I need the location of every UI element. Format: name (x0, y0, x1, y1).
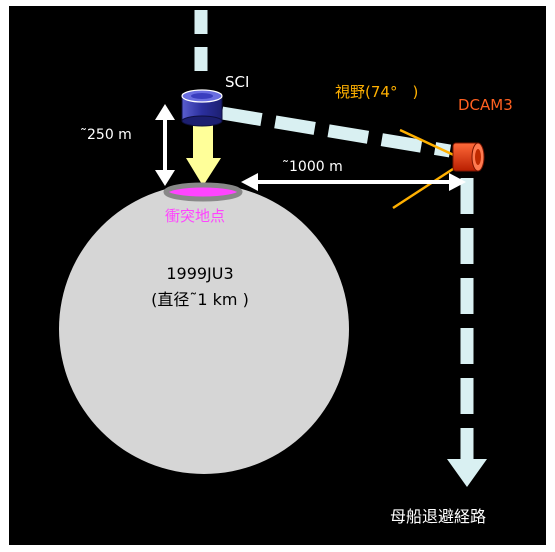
fov-line-lower (392, 165, 457, 210)
fov-label: 視野(74° ) (335, 83, 418, 101)
dcam3-camera (452, 142, 485, 172)
impact-site-label: 衝突地点 (165, 207, 225, 225)
distance-label: ˜1000 m (282, 159, 343, 175)
altitude-arrow (155, 104, 175, 186)
retreat-arrowhead (447, 459, 487, 487)
sci-label: SCI (225, 73, 249, 91)
mothership-path-to-dcam (220, 106, 452, 158)
impact-site-marker (163, 182, 243, 202)
sci-beam-shaft (193, 121, 213, 161)
fov-line-upper (399, 128, 459, 159)
asteroid-1999ju3 (59, 184, 349, 474)
sci-spacecraft (181, 89, 223, 127)
altitude-label: ˜250 m (80, 127, 132, 143)
asteroid-name: 1999JU3 (166, 264, 233, 283)
asteroid-size: (直径˜1 km ) (151, 290, 249, 309)
retreat-path-label: 母船退避経路 (390, 507, 486, 526)
sci-beam-arrowhead (186, 158, 221, 186)
dcam3-label: DCAM3 (458, 96, 513, 114)
distance-arrow (241, 173, 466, 191)
